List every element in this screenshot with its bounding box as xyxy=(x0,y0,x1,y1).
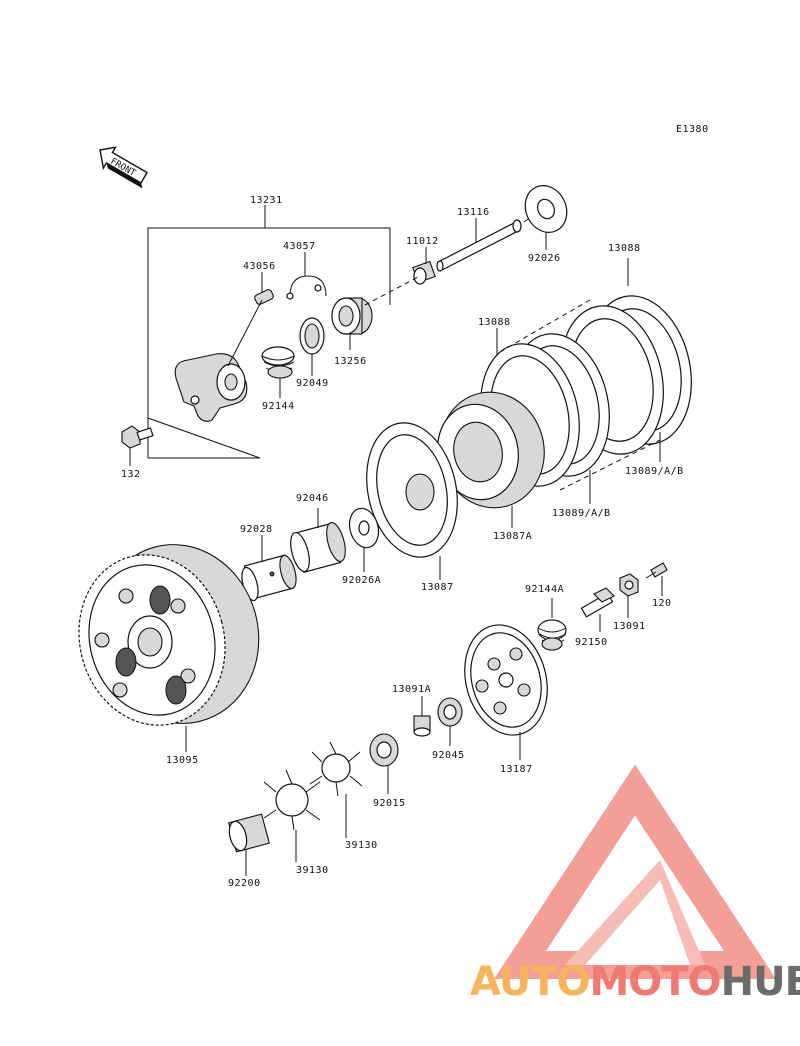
label-13088-upper: 13088 xyxy=(608,243,641,254)
clutch-hub-13087A xyxy=(437,391,545,509)
label-13091A: 13091A xyxy=(392,684,431,695)
nut-92015 xyxy=(369,733,399,767)
label-13256: 13256 xyxy=(334,356,367,367)
label-92144: 92144 xyxy=(262,401,295,412)
watermark-auto: AUTO xyxy=(470,959,590,1005)
sleeve-92028 xyxy=(241,554,297,602)
piston-13256 xyxy=(331,297,373,335)
label-13091: 13091 xyxy=(613,621,646,632)
washer-92026 xyxy=(524,185,568,233)
bearing-92200 xyxy=(228,813,270,853)
label-92026: 92026 xyxy=(528,253,561,264)
pressure-plate-13087 xyxy=(366,422,458,558)
spring-92144 xyxy=(261,346,295,379)
label-13187: 13187 xyxy=(500,764,533,775)
label-92028: 92028 xyxy=(240,524,273,535)
label-92015: 92015 xyxy=(373,798,406,809)
label-92026A: 92026A xyxy=(342,575,381,586)
label-92045: 92045 xyxy=(432,750,465,761)
bearing-92045 xyxy=(437,697,463,727)
label-120: 120 xyxy=(652,598,672,609)
bolt-132 xyxy=(121,425,154,449)
collar-13091A xyxy=(413,715,431,737)
bolt-92150 xyxy=(580,587,615,618)
label-13087A: 13087A xyxy=(493,531,532,542)
front-arrow-icon: FRONT xyxy=(99,146,148,189)
label-13116: 13116 xyxy=(457,207,490,218)
bushing-11012 xyxy=(412,260,436,285)
diagram-code: E1380 xyxy=(676,124,709,135)
svg-text:AUTOMOTOHUB: AUTOMOTOHUB xyxy=(470,959,800,1005)
label-39130-upper: 39130 xyxy=(345,840,378,851)
assembly-bracket xyxy=(147,227,391,458)
needle-bearing-92046 xyxy=(290,522,346,573)
label-92046: 92046 xyxy=(296,493,329,504)
label-11012: 11012 xyxy=(406,236,439,247)
label-13087: 13087 xyxy=(421,582,454,593)
nut-13091 xyxy=(619,573,639,597)
label-92144A: 92144A xyxy=(525,584,564,595)
clip-43057 xyxy=(286,275,327,300)
washer-92026A xyxy=(348,507,380,549)
seal-92049 xyxy=(299,317,325,355)
bolt-120 xyxy=(645,562,668,579)
label-92150: 92150 xyxy=(575,637,608,648)
watermark-hub: HUB xyxy=(721,959,800,1005)
watermark-logo-icon xyxy=(494,764,776,979)
bleed-screw-43056 xyxy=(254,289,274,305)
label-13089-left: 13089/A/B xyxy=(552,508,611,519)
label-13088-lower: 13088 xyxy=(478,317,511,328)
label-43057: 43057 xyxy=(283,241,316,252)
lifter-plate-13187 xyxy=(464,624,548,736)
label-132: 132 xyxy=(121,469,141,480)
lock-washer-39130-upper xyxy=(309,741,363,797)
slave-cylinder-body xyxy=(174,353,248,422)
label-13089-right: 13089/A/B xyxy=(625,466,684,477)
spring-92144A xyxy=(537,619,567,651)
label-92049: 92049 xyxy=(296,378,329,389)
watermark-moto: MOTO xyxy=(590,959,721,1005)
clutch-housing-13095 xyxy=(78,544,260,726)
label-13095: 13095 xyxy=(166,755,199,766)
label-13231: 13231 xyxy=(250,195,283,206)
push-rod-13116 xyxy=(436,219,522,272)
label-92200: 92200 xyxy=(228,878,261,889)
label-43056: 43056 xyxy=(243,261,276,272)
lock-washer-39130-lower xyxy=(263,769,321,831)
label-39130-lower: 39130 xyxy=(296,865,329,876)
